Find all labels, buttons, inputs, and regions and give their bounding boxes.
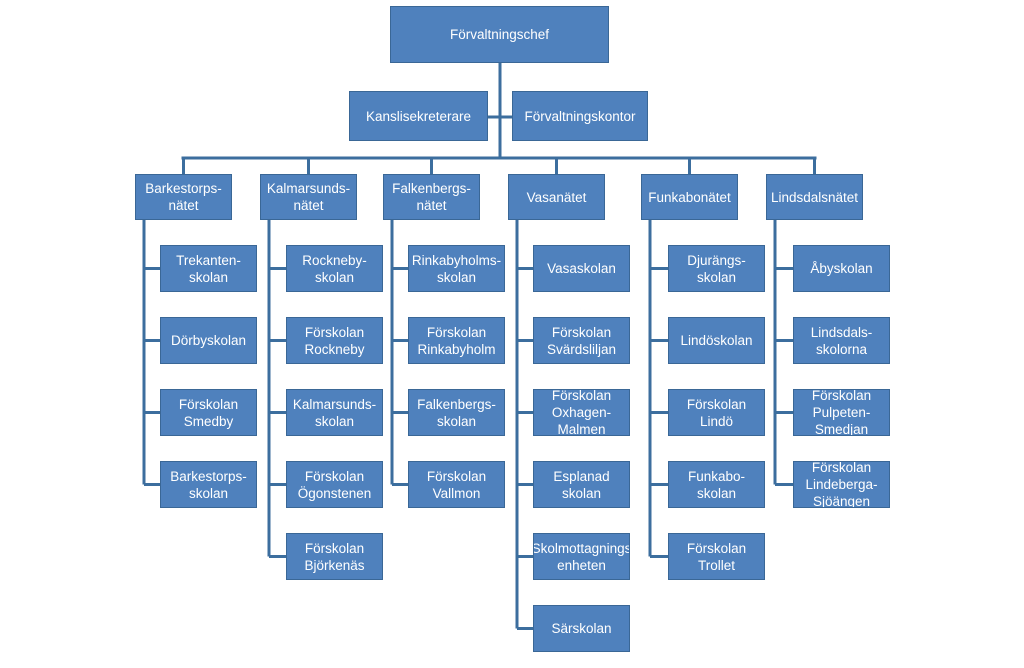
network-box: Lindsdalsnätet bbox=[766, 174, 863, 220]
school-box: Förskolan Rinkabyholm bbox=[408, 317, 505, 364]
school-box: Förskolan Björkenäs bbox=[286, 533, 383, 580]
network-box: Vasanätet bbox=[508, 174, 605, 220]
school-box: Skolmottagnings enheten bbox=[533, 533, 630, 580]
network-box: Kalmarsunds- nätet bbox=[260, 174, 357, 220]
staff-box: Förvaltningskontor bbox=[512, 91, 648, 141]
school-box: Förskolan Lindö bbox=[668, 389, 765, 436]
root-box: Förvaltningschef bbox=[390, 6, 609, 63]
school-box: Trekanten- skolan bbox=[160, 245, 257, 292]
school-box: Förskolan Lindeberga- Sjöängen bbox=[793, 461, 890, 508]
school-box: Lindsdals- skolorna bbox=[793, 317, 890, 364]
school-box: Djurängs- skolan bbox=[668, 245, 765, 292]
school-box: Åbyskolan bbox=[793, 245, 890, 292]
school-box: Barkestorps- skolan bbox=[160, 461, 257, 508]
network-box: Falkenbergs- nätet bbox=[383, 174, 480, 220]
school-box: Förskolan Trollet bbox=[668, 533, 765, 580]
school-box: Förskolan Vallmon bbox=[408, 461, 505, 508]
school-box: Dörbyskolan bbox=[160, 317, 257, 364]
school-box: Förskolan Ögonstenen bbox=[286, 461, 383, 508]
school-box: Esplanad skolan bbox=[533, 461, 630, 508]
school-box: Lindöskolan bbox=[668, 317, 765, 364]
school-box: Rinkabyholms- skolan bbox=[408, 245, 505, 292]
school-box: Funkabo- skolan bbox=[668, 461, 765, 508]
school-box: Förskolan Svärdsliljan bbox=[533, 317, 630, 364]
network-box: Funkabonätet bbox=[641, 174, 738, 220]
network-box: Barkestorps- nätet bbox=[135, 174, 232, 220]
school-box: Vasaskolan bbox=[533, 245, 630, 292]
school-box: Falkenbergs- skolan bbox=[408, 389, 505, 436]
school-box: Kalmarsunds- skolan bbox=[286, 389, 383, 436]
school-box: Rockneby- skolan bbox=[286, 245, 383, 292]
school-box: Förskolan Oxhagen- Malmen bbox=[533, 389, 630, 436]
school-box: Förskolan Pulpeten- Smedjan bbox=[793, 389, 890, 436]
school-box: Förskolan Rockneby bbox=[286, 317, 383, 364]
staff-box: Kanslisekreterare bbox=[349, 91, 488, 141]
school-box: Förskolan Smedby bbox=[160, 389, 257, 436]
school-box: Särskolan bbox=[533, 605, 630, 652]
